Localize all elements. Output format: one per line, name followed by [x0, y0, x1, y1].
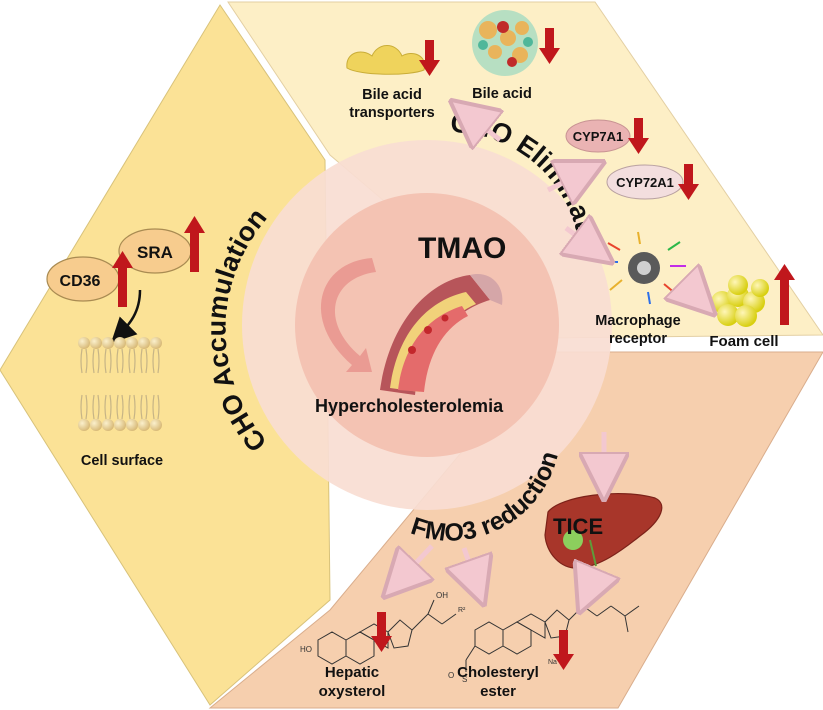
bile-acid-transporter-icon: [346, 45, 426, 75]
lipid-head: [90, 419, 102, 431]
fmo3-reduction-panel: [208, 351, 823, 709]
cell-surface-label: Cell surface: [81, 453, 163, 469]
curved-arrow: [320, 258, 376, 372]
cd36-label: CD36: [60, 273, 101, 290]
hepatic-oxysterol-label-2: oxysterol: [319, 683, 386, 700]
arrow: [586, 572, 596, 596]
down-arrow: [628, 118, 649, 154]
sra-label: SRA: [137, 243, 173, 262]
tice-label: TICE: [553, 514, 603, 539]
lipid-tail: [152, 348, 160, 374]
cholesteryl-ester-structure: O S Na⁺: [448, 605, 640, 684]
hepatic-oxysterol-label-1: Hepatic: [325, 664, 379, 681]
arrow: [546, 170, 588, 190]
bile-acid-transporters-label-2: transporters: [349, 105, 434, 121]
down-arrow: [419, 40, 440, 76]
hypercholesterolemia-label: Hypercholesterolemia: [315, 396, 504, 416]
cyp72a1-label: CYP72A1: [616, 175, 674, 190]
arrow: [464, 547, 478, 588]
lipid-head: [114, 337, 126, 349]
svg-text:OH: OH: [436, 591, 448, 600]
arrow: [672, 295, 702, 302]
lipid-tail: [128, 348, 136, 374]
down-arrow: [371, 612, 392, 652]
bile-acid-transporters-label-1: Bile acid: [362, 87, 422, 103]
lipid-head: [138, 337, 150, 349]
lipid-head: [90, 337, 102, 349]
lipid-tail: [152, 394, 160, 420]
lipid-tail: [116, 394, 124, 420]
cell-membrane-icon: [78, 337, 162, 431]
lipid-head: [114, 419, 126, 431]
arrow: [465, 112, 500, 140]
cyp7a1-enzyme: [565, 119, 631, 153]
svg-text:S: S: [462, 675, 467, 684]
lipid-tail: [92, 348, 100, 374]
arrow: [110, 289, 142, 344]
svg-text:O: O: [448, 671, 454, 680]
foam-cell-label: Foam cell: [709, 333, 778, 350]
cholesteryl-ester-label-1: Cholesteryl: [457, 664, 539, 681]
lipid-head: [102, 419, 114, 431]
bile-acid-molecule-icon: [472, 10, 538, 76]
svg-text:Na⁺: Na⁺: [548, 659, 561, 666]
down-arrow: [539, 28, 560, 64]
macrophage-receptor-label-2: receptor: [609, 331, 667, 347]
lipid-head: [150, 337, 162, 349]
foam-cell-icon: [711, 275, 769, 327]
lipid-tail: [116, 348, 124, 374]
cholesteryl-ester-label-2: ester: [480, 683, 516, 700]
lipid-head: [126, 419, 138, 431]
lipid-head: [138, 419, 150, 431]
bile-acid-label: Bile acid: [472, 86, 532, 102]
macrophage-receptor-label-1: Macrophage: [595, 313, 680, 329]
lipid-head: [78, 337, 90, 349]
up-arrow: [184, 216, 205, 272]
lipid-tail: [128, 394, 136, 420]
lipid-head: [150, 419, 162, 431]
up-arrow: [774, 264, 795, 325]
lipid-tail: [80, 348, 88, 374]
lipid-tail: [104, 348, 112, 374]
cho-accumulation-panel: [0, 4, 331, 706]
tmao-title: TMAO: [418, 232, 506, 265]
arrow: [396, 544, 432, 584]
down-arrow: [553, 630, 574, 670]
artery-icon: [380, 274, 503, 395]
lipid-tail: [80, 394, 88, 420]
down-arrow: [678, 164, 699, 200]
arrow: [566, 228, 598, 252]
lipid-tail: [140, 348, 148, 374]
svg-text:R²: R²: [458, 607, 466, 614]
lipid-head: [126, 337, 138, 349]
lipid-tail: [140, 394, 148, 420]
lipid-head: [78, 419, 90, 431]
lipid-tail: [92, 394, 100, 420]
lipid-head: [102, 337, 114, 349]
cyp7a1-label: CYP7A1: [573, 129, 624, 144]
svg-text:HO: HO: [300, 645, 312, 654]
lipid-tail: [104, 394, 112, 420]
up-arrow: [112, 251, 133, 307]
